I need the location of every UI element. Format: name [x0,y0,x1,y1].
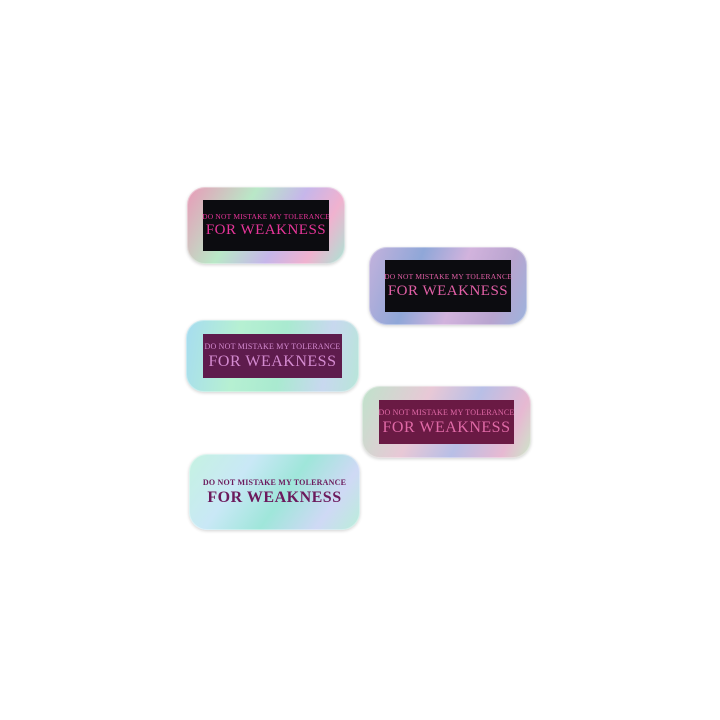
sticker-panel: Do not mistake my tolerance for weakness [378,399,515,445]
sticker-line-1: Do not mistake my tolerance [202,211,330,221]
sticker-wine-holo: Do not mistake my tolerance for weakness [362,386,531,458]
sticker-line-1: Do not mistake my tolerance [204,341,341,351]
sticker-clear-holo: Do not mistake my tolerance for weakness [189,454,360,530]
sticker-plum-holo: Do not mistake my tolerance for weakness [186,320,359,392]
sticker-line-2: for weakness [207,488,342,506]
sticker-panel: Do not mistake my tolerance for weakness [202,467,347,517]
sticker-panel: Do not mistake my tolerance for weakness [202,200,330,251]
sticker-black-holo-2: Do not mistake my tolerance for weakness [369,247,527,325]
sticker-line-2: for weakness [387,282,509,299]
sticker-line-2: for weakness [205,222,327,239]
sticker-line-1: Do not mistake my tolerance [202,477,347,487]
sticker-line-2: for weakness [382,418,511,436]
sticker-line-2: for weakness [208,352,337,370]
sticker-line-1: Do not mistake my tolerance [378,407,515,417]
sticker-panel: Do not mistake my tolerance for weakness [384,260,512,312]
sticker-black-holo-1: Do not mistake my tolerance for weakness [187,187,345,264]
sticker-line-1: Do not mistake my tolerance [384,272,512,282]
sticker-panel: Do not mistake my tolerance for weakness [203,333,342,379]
